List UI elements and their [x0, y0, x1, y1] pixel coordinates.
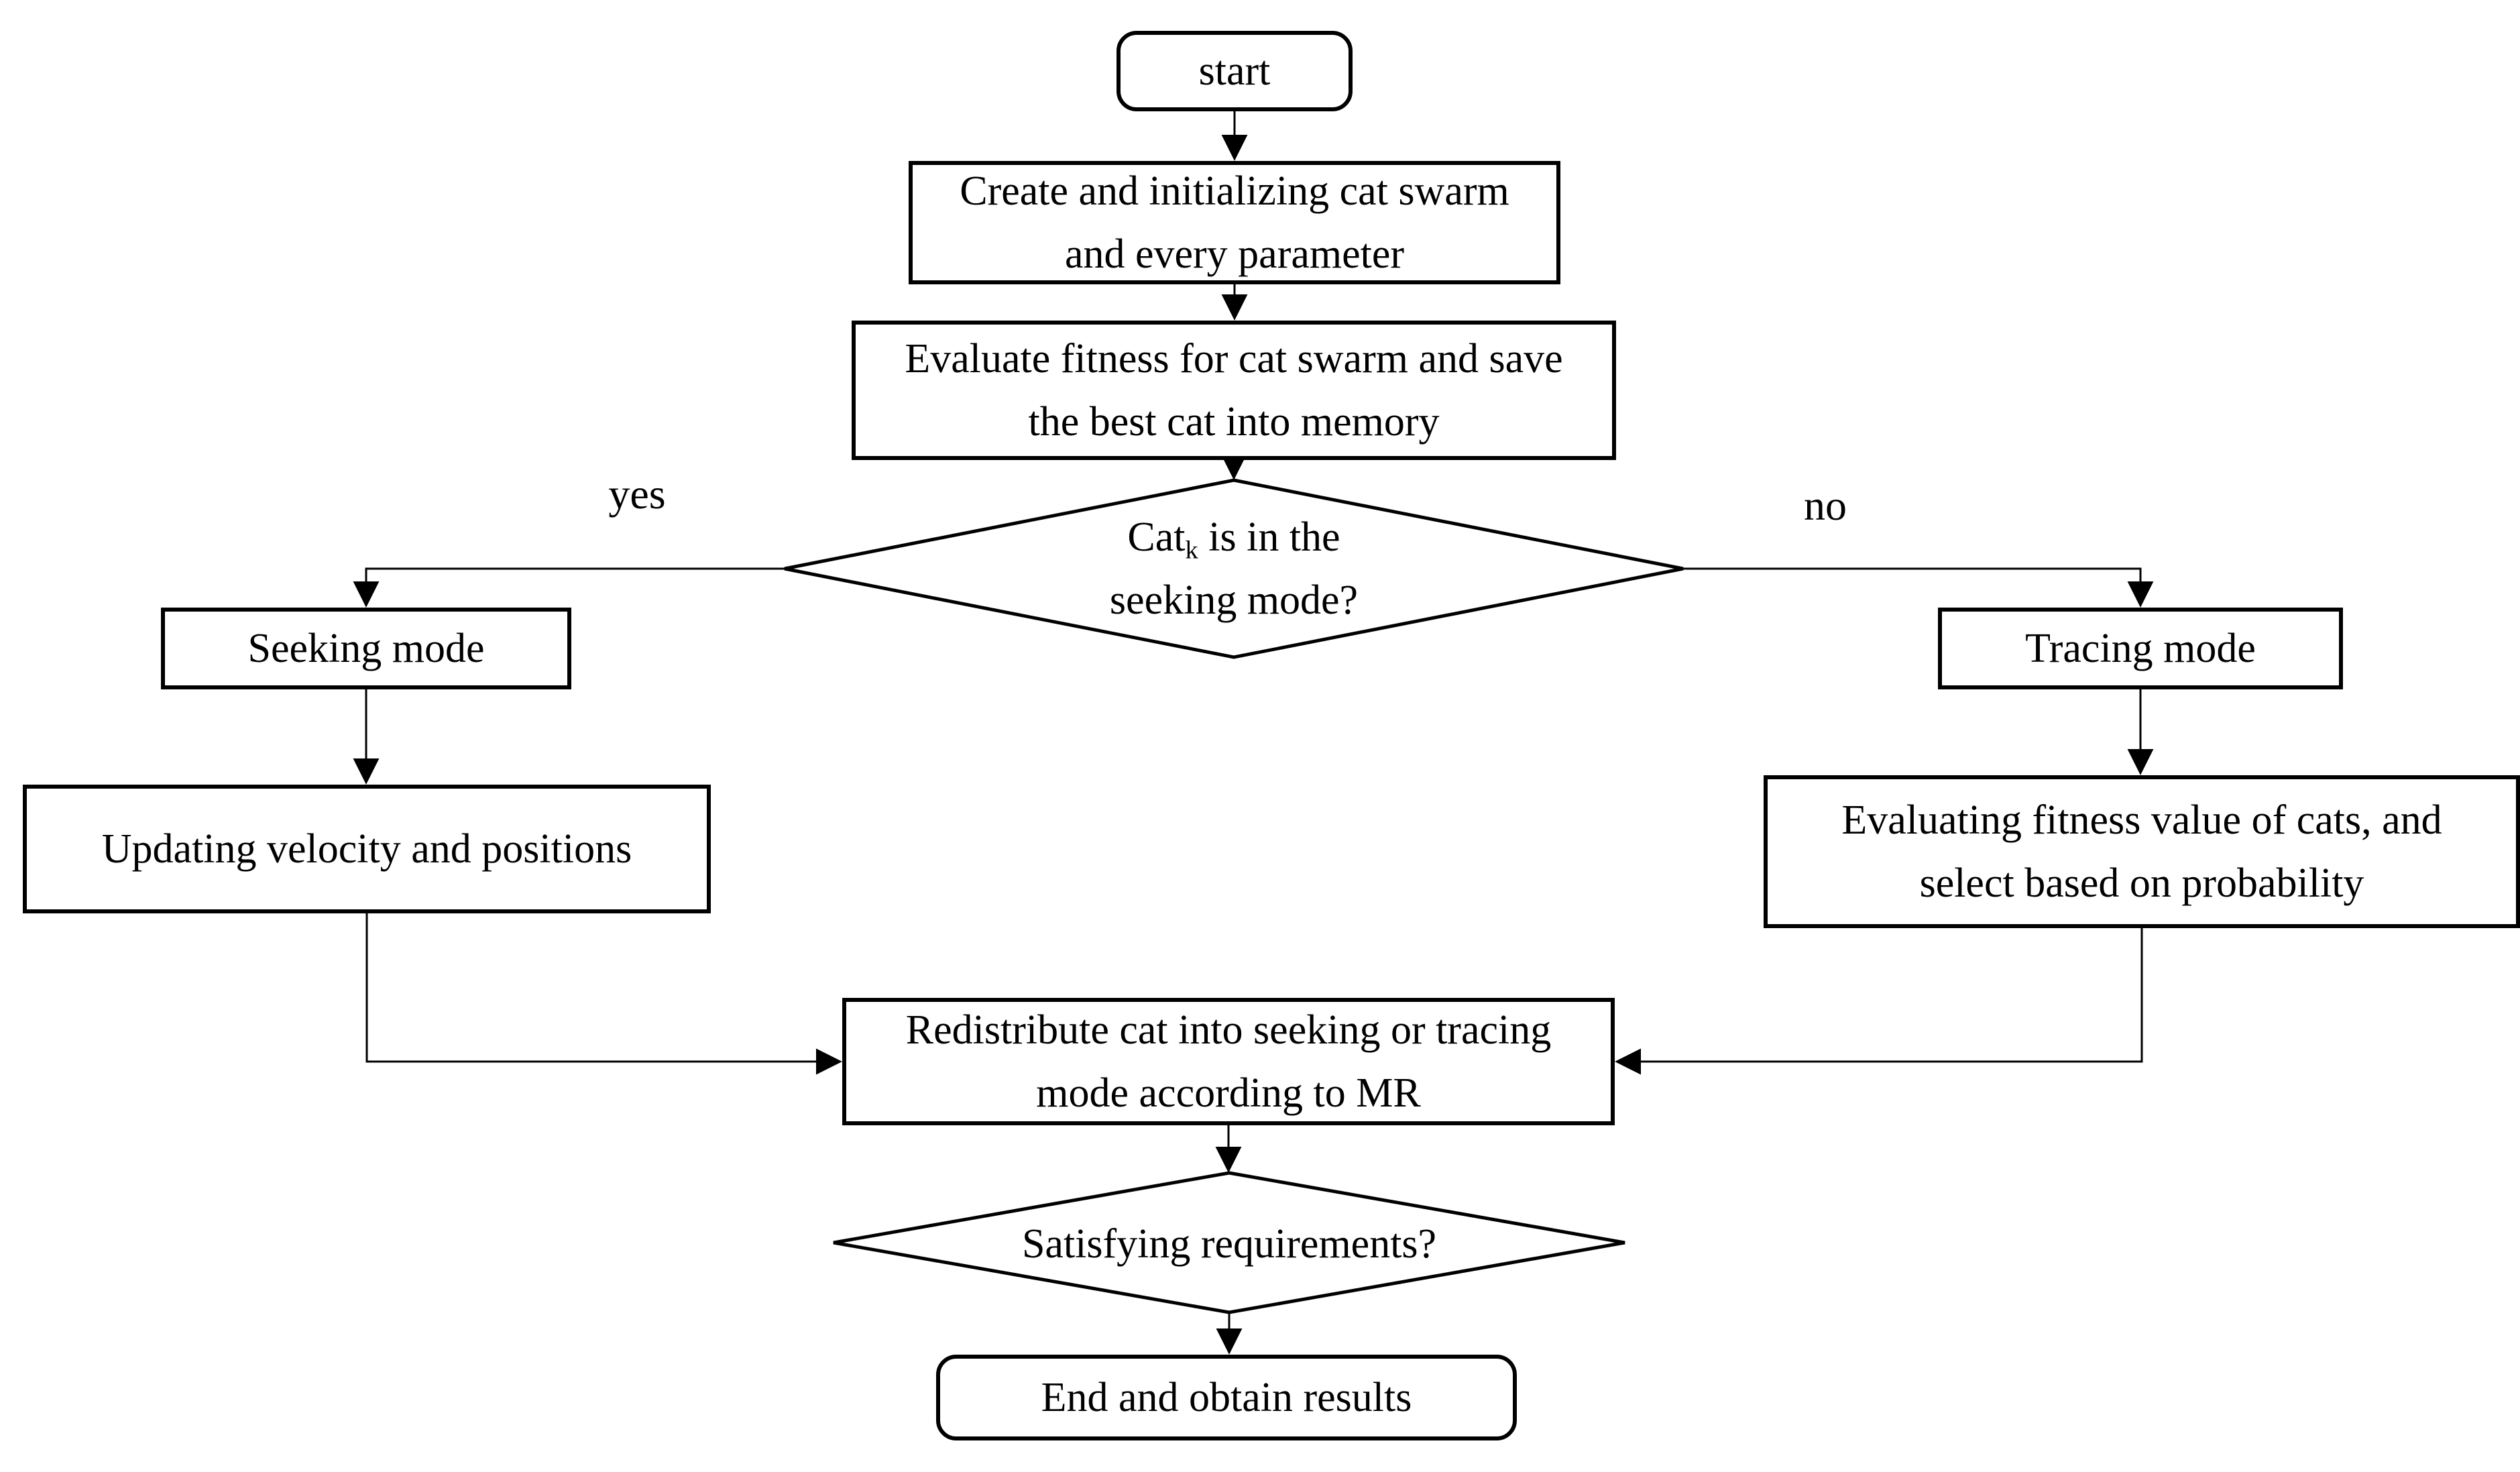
mode-decision-line1: Catk is in the	[1127, 514, 1340, 565]
yes-edge-label: yes	[608, 470, 666, 518]
requirements-decision-text: Satisfying requirements?	[1021, 1221, 1437, 1267]
evaluate-fitness-node: Evaluate fitness for cat swarm and save …	[852, 321, 1616, 460]
no-edge-label: no	[1804, 482, 1847, 529]
init-swarm-node: Create and initializing cat swarm and ev…	[909, 161, 1560, 284]
mode-decision-label: Catk is in the seeking mode?	[912, 496, 1556, 641]
evaluate-cats-probability-node: Evaluating fitness value of cats, and se…	[1764, 775, 2520, 928]
start-node: start	[1116, 31, 1353, 111]
subscript-k: k	[1185, 536, 1198, 565]
edge-updating-redistribute	[365, 913, 842, 1075]
seeking-mode-node: Seeking mode	[161, 608, 571, 689]
edge-no-tracing	[1683, 567, 2154, 608]
tracing-mode-node: Tracing mode	[1938, 608, 2343, 689]
mode-decision-line2: seeking mode?	[1109, 577, 1359, 623]
edge-evaluating-redistribute	[1615, 928, 2143, 1075]
update-velocity-node: Updating velocity and positions	[23, 785, 711, 913]
redistribute-node: Redistribute cat into seeking or tracing…	[842, 998, 1615, 1125]
end-node: End and obtain results	[936, 1355, 1517, 1440]
mode-decision-diamond	[784, 478, 1684, 659]
edge-yes-seeking	[353, 567, 785, 608]
requirements-decision-label: Satisfying requirements?	[972, 1180, 1486, 1308]
